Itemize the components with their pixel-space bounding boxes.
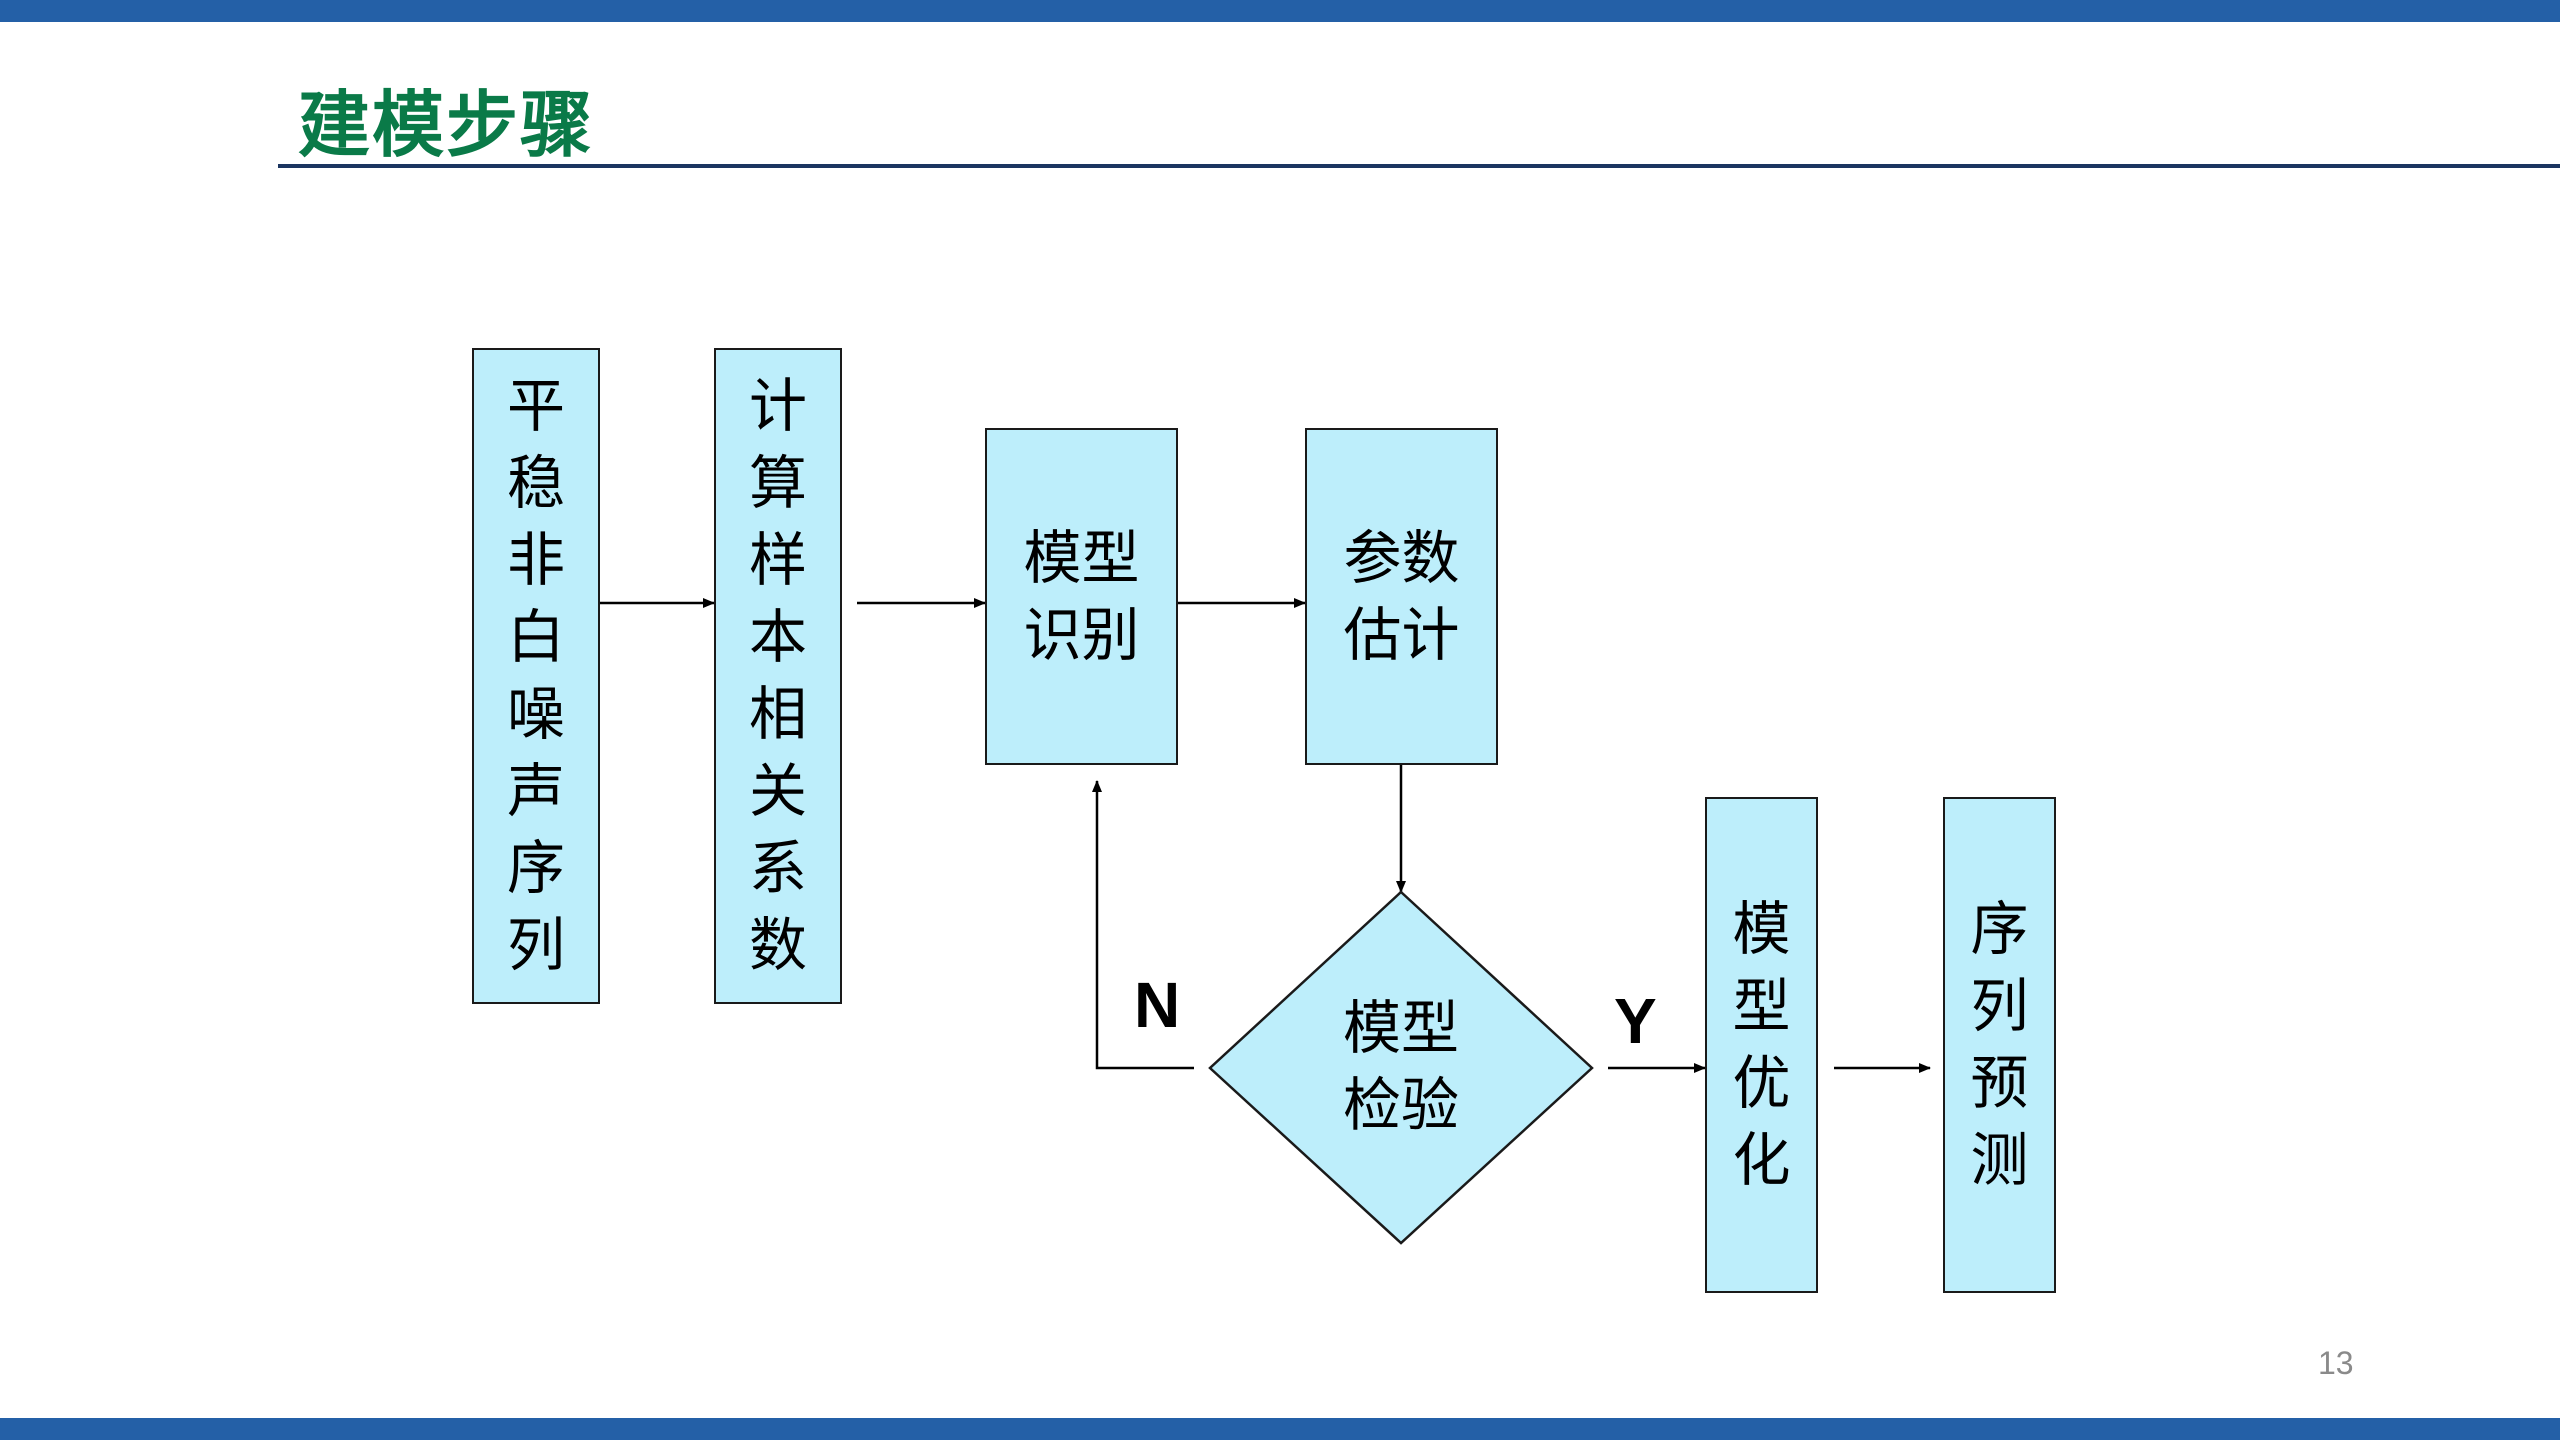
step-stationary-series: 平稳非白噪声序列 xyxy=(472,348,600,1004)
model-check-text: 模型检验 xyxy=(1339,990,1463,1144)
arrow-no-loop xyxy=(1092,780,1194,1070)
page-number: 13 xyxy=(2318,1345,2354,1381)
step-label: 模型检验 xyxy=(1342,994,1459,1139)
title-underline xyxy=(278,164,2560,168)
step-parameter-estimation: 参数估计 xyxy=(1305,428,1498,765)
step-label: 参数估计 xyxy=(1343,523,1460,669)
step-label: 计算样本相关系数 xyxy=(748,372,807,979)
step-label: 序列预测 xyxy=(1970,895,2029,1194)
step-model-optimization: 模型优化 xyxy=(1705,797,1818,1293)
step-label: 模型优化 xyxy=(1732,895,1791,1194)
yes-label: Y xyxy=(1614,985,1657,1057)
top-bar xyxy=(0,0,2560,22)
step-series-forecast: 序列预测 xyxy=(1943,797,2056,1293)
model-check-diamond xyxy=(1208,890,1594,1245)
step-label: 模型识别 xyxy=(1023,523,1140,669)
step-model-identification: 模型识别 xyxy=(985,428,1178,765)
bottom-bar xyxy=(0,1418,2560,1440)
no-label: N xyxy=(1134,969,1181,1041)
page-title: 建模步骤 xyxy=(298,83,595,167)
step-sample-correlation: 计算样本相关系数 xyxy=(714,348,842,1004)
step-label: 平稳非白噪声序列 xyxy=(506,372,565,979)
